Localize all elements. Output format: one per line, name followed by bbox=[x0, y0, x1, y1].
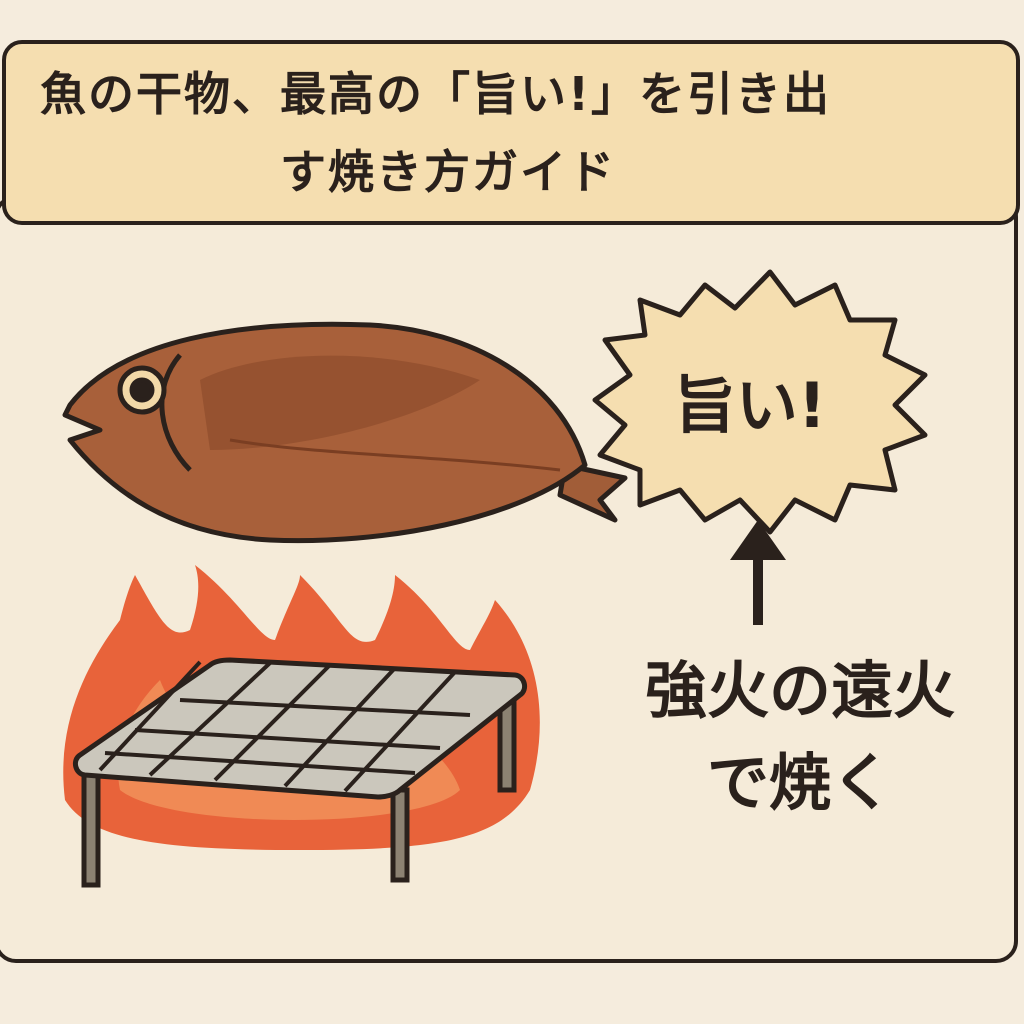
grill-net-icon bbox=[72, 657, 528, 888]
dried-fish-icon bbox=[62, 321, 628, 544]
arrow-up-icon bbox=[730, 520, 786, 625]
speech-burst-icon bbox=[592, 269, 928, 535]
page-title: 魚の干物、最高の「旨い!」を引き出 す焼き方ガイド bbox=[40, 55, 1000, 211]
title-line-2: す焼き方ガイド bbox=[280, 145, 616, 199]
caption-line-1: 強火の遠火 bbox=[644, 654, 955, 727]
burst-text: 旨い! bbox=[673, 369, 827, 442]
caption: 強火の遠火 で焼く bbox=[590, 645, 1010, 829]
title-box bbox=[2, 40, 1020, 225]
title-line-1: 魚の干物、最高の「旨い!」を引き出 bbox=[40, 67, 831, 121]
caption-line-2: で焼く bbox=[706, 746, 893, 819]
